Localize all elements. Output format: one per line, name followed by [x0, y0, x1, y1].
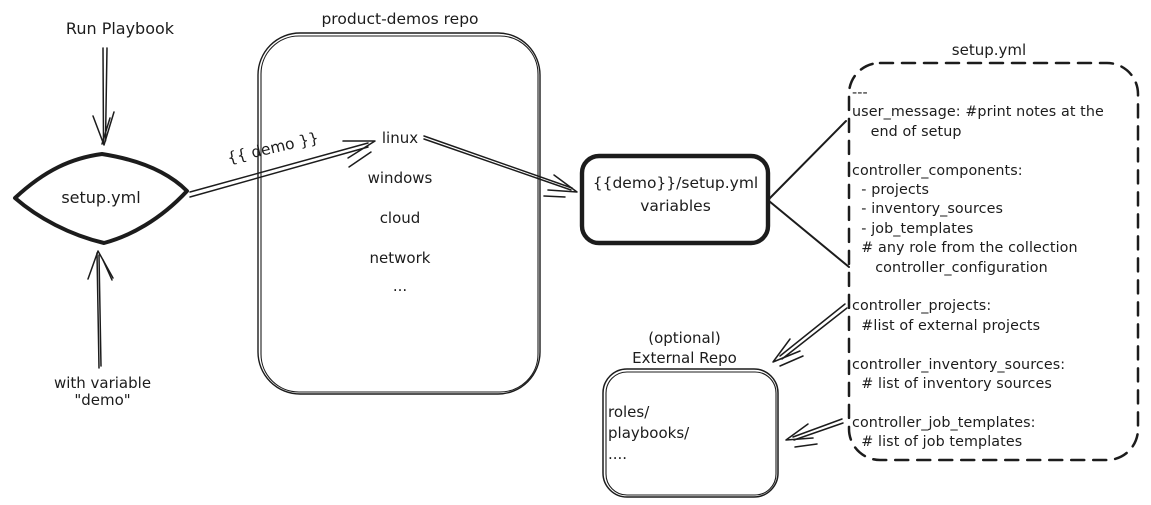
variables-box-outline [579, 153, 771, 246]
linux-to-variables-arrow [423, 135, 578, 198]
setup-yml-content: --- user_message: #print notes at the en… [852, 85, 1104, 451]
setup-to-external-arrow-top [772, 303, 848, 367]
repo-item-cloud: cloud [379, 209, 421, 227]
repo-box-outline [257, 32, 541, 395]
with-variable-label-line1: with variable [53, 374, 152, 392]
setup-yml-box-title: setup.yml [951, 41, 1027, 59]
repo-item-network: network [369, 249, 431, 267]
with-variable-arrow [87, 250, 114, 369]
with-variable-label-line2: "demo" [74, 391, 131, 409]
variables-to-setup-connector [768, 120, 850, 268]
decision-diamond-shape [13, 152, 189, 245]
repo-box-title: product-demos repo [321, 10, 479, 28]
external-repo-title-line2: External Repo [632, 349, 737, 367]
setup-yml-dashed-outline [847, 61, 1140, 462]
setup-to-external-arrow-bottom [785, 418, 844, 448]
external-repo-content: roles/ playbooks/ .... [608, 403, 690, 463]
external-repo-title-line1: (optional) [648, 329, 721, 347]
run-playbook-arrow [92, 47, 115, 146]
repo-item-windows: windows [367, 169, 433, 187]
repo-item-linux: linux [381, 129, 419, 147]
run-playbook-label: Run Playbook [65, 19, 175, 38]
variables-box-label-line2: variables [640, 197, 711, 215]
decision-diamond-label: setup.yml [61, 188, 141, 207]
demo-arrow [189, 140, 376, 198]
repo-item-ellipsis: ... [392, 277, 408, 295]
external-repo-outline [602, 368, 779, 498]
variables-box-label-line1: {{demo}}/setup.yml [592, 174, 759, 192]
